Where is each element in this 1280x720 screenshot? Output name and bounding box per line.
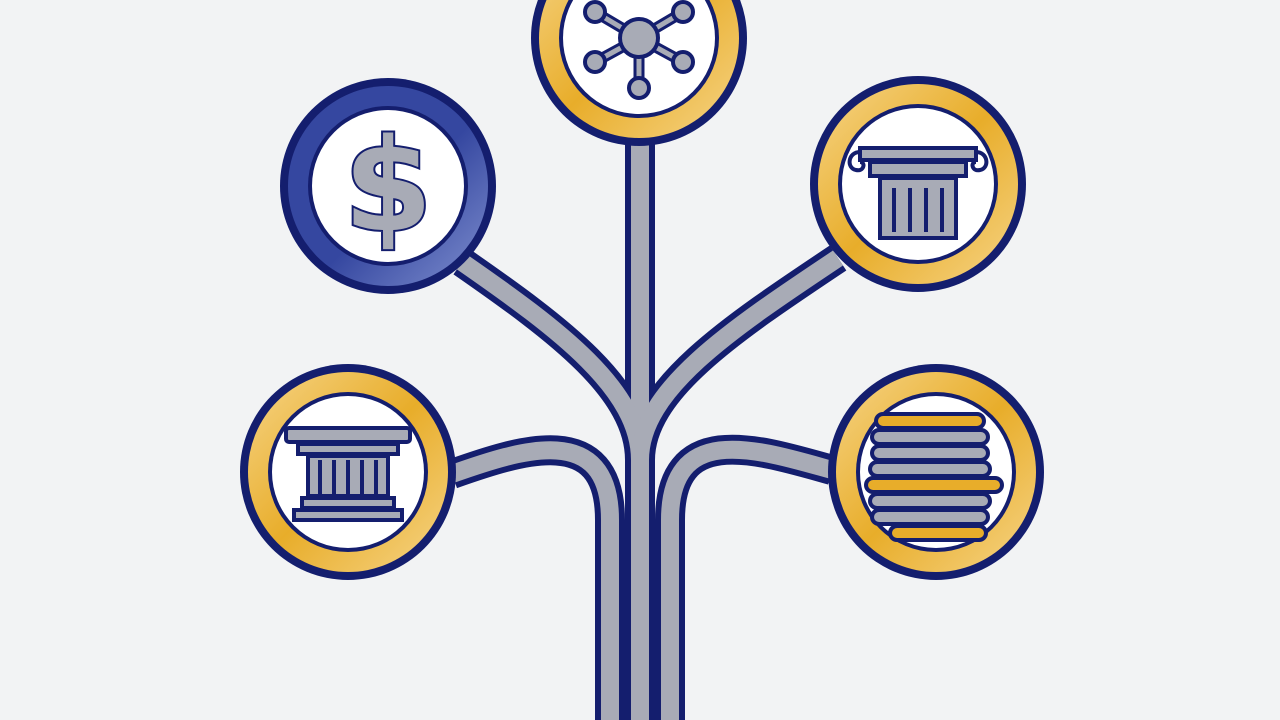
- node-column-capital: [810, 76, 1026, 292]
- node-pillar-building: [240, 364, 456, 580]
- node-coin-stack: [828, 364, 1044, 580]
- dollar-sign-icon: $: [343, 112, 432, 261]
- tree-branches: [447, 135, 847, 720]
- node-network: [531, 0, 747, 146]
- column-capital-icon: [847, 146, 989, 240]
- node-dollar: $: [280, 78, 496, 294]
- network-icon: [583, 0, 695, 100]
- coin-stack-icon: [864, 412, 1004, 542]
- pillar-building-icon: [284, 426, 412, 522]
